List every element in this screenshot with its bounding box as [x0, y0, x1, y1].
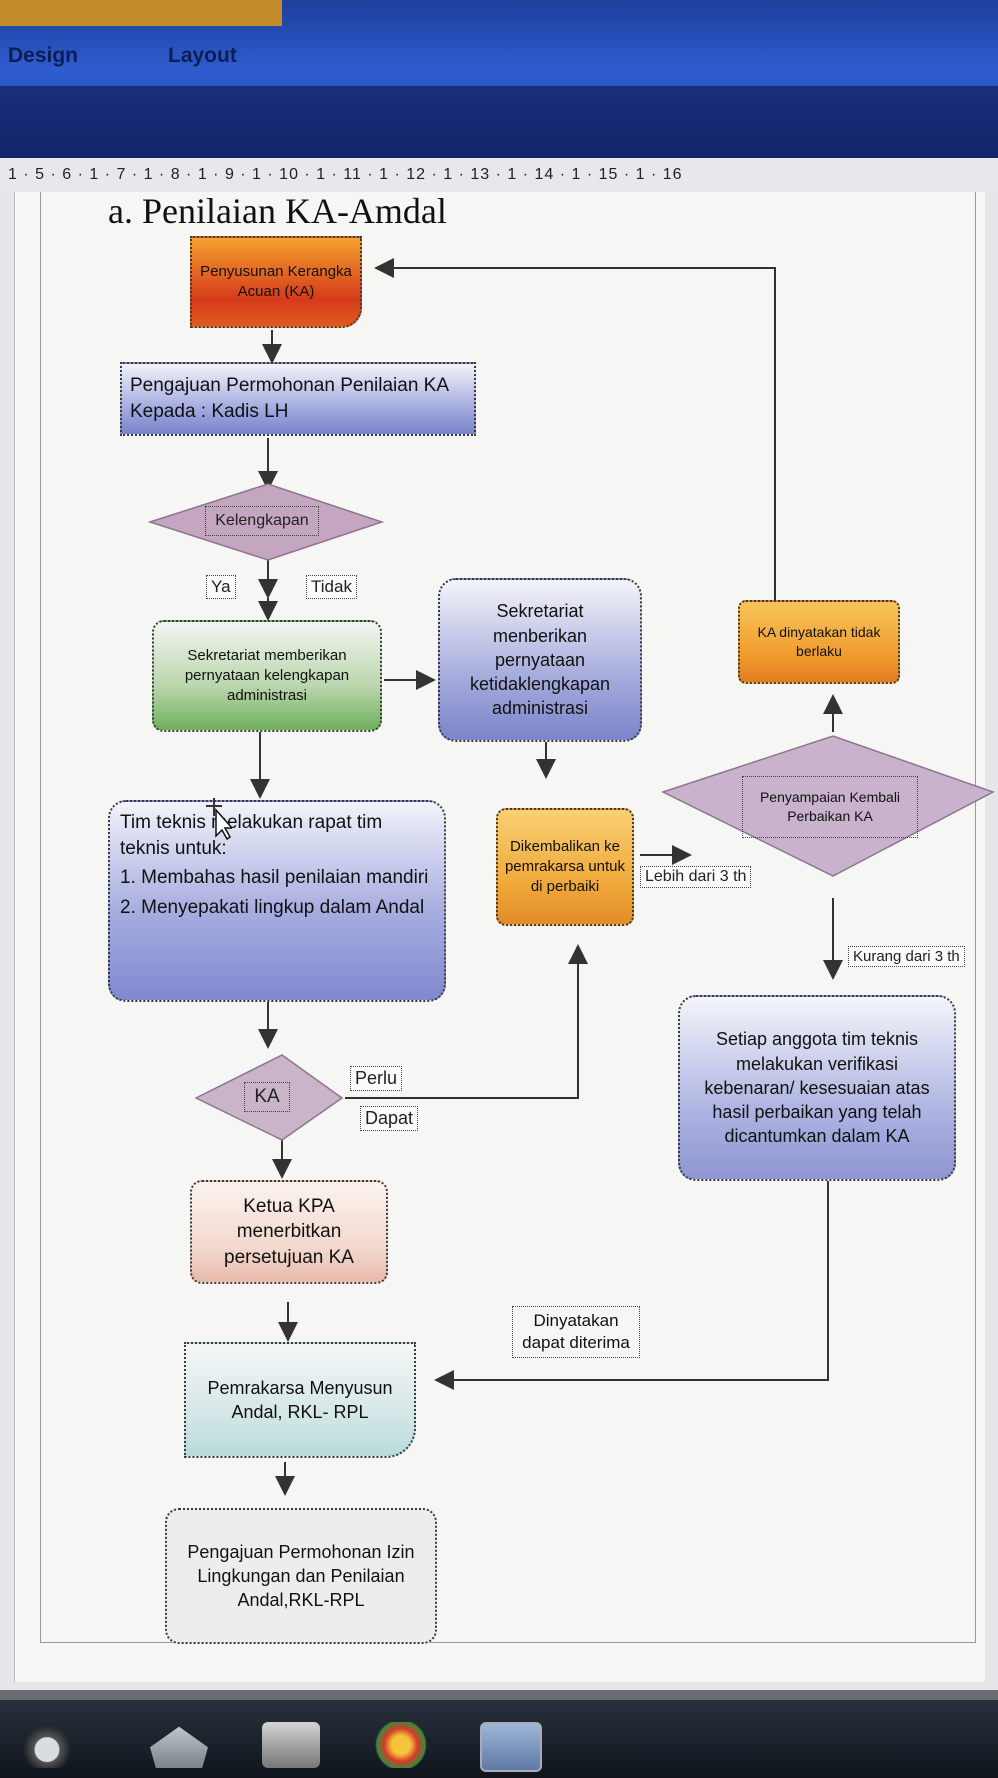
- tab-layout[interactable]: Layout: [168, 44, 237, 67]
- ruler-marks: 1 · 5 · 6 · 1 · 7 · 1 · 8 · 1 · 9 · 1 · …: [8, 166, 683, 183]
- label-ya: Ya: [206, 575, 236, 599]
- step-tim-teknis[interactable]: Tim teknis melakukan rapat tim teknis un…: [108, 800, 446, 1002]
- decision-ka: [194, 1054, 344, 1141]
- arrow-ka-perlu: [345, 944, 588, 1099]
- printer-icon[interactable]: [262, 1722, 320, 1768]
- start-button-icon[interactable]: [18, 1722, 76, 1768]
- step-sekretariat-lengkap[interactable]: Sekretariat memberikan pernyataan keleng…: [152, 620, 382, 732]
- tim-teknis-item-1: 1. Membahas hasil penilaian mandiri: [120, 867, 429, 889]
- step-verifikasi[interactable]: Setiap anggota tim teknis melakukan veri…: [678, 995, 956, 1181]
- tab-design[interactable]: Design: [8, 44, 79, 67]
- step-pengajuan-permohonan[interactable]: Pengajuan Permohonan Penilaian KA Kepada…: [120, 362, 476, 436]
- browser-icon[interactable]: [372, 1722, 430, 1768]
- step-ketua-kpa[interactable]: Ketua KPA menerbitkan persetujuan KA: [190, 1180, 388, 1284]
- decision-kelengkapan: [147, 483, 385, 561]
- label-kelengkapan: Kelengkapan: [205, 506, 319, 536]
- label-tidak: Tidak: [306, 575, 357, 599]
- arrow-verifikasi-pemrakarsa: [434, 1180, 829, 1390]
- tim-teknis-intro: Tim teknis melakukan rapat tim teknis un…: [120, 812, 383, 859]
- margin-guide: [40, 192, 976, 1643]
- label-dinyatakan-diterima: Dinyatakan dapat diterima: [512, 1306, 640, 1358]
- label-dapat: Dapat: [360, 1106, 419, 1131]
- tim-teknis-item-2: 2. Menyepakati lingkup dalam Andal: [120, 896, 425, 918]
- mouse-pointer-icon: [206, 798, 232, 840]
- step-dikembalikan[interactable]: Dikembalikan ke pemrakarsa untuk di perb…: [496, 808, 634, 926]
- label-penyampaian-kembali: Penyampaian Kembali Perbaikan KA: [742, 776, 918, 838]
- step-ka-tidak-berlaku[interactable]: KA dinyatakan tidak berlaku: [738, 600, 900, 684]
- label-kurang-3th: Kurang dari 3 th: [848, 946, 965, 967]
- step-penyusunan-ka[interactable]: Penyusunan Kerangka Acuan (KA): [190, 236, 362, 328]
- label-ka-decision: KA: [244, 1082, 290, 1112]
- step-pemrakarsa-andal[interactable]: Pemrakarsa Menyusun Andal, RKL- RPL: [184, 1342, 416, 1458]
- decision-penyampaian: [661, 735, 995, 877]
- label-perlu: Perlu: [350, 1066, 403, 1091]
- ribbon-band: [0, 86, 998, 158]
- label-lebih-3th: Lebih dari 3 th: [640, 866, 752, 888]
- step-pengajuan-izin[interactable]: Pengajuan Permohonan Izin Lingkungan dan…: [165, 1508, 437, 1644]
- arrow-loop-penyusunan: [374, 258, 776, 600]
- title-accent-strip: [0, 0, 282, 26]
- horizontal-ruler[interactable]: 1 · 5 · 6 · 1 · 7 · 1 · 8 · 1 · 9 · 1 · …: [0, 158, 998, 193]
- section-heading: a. Penilaian KA-Amdal: [108, 191, 447, 231]
- word-app-icon[interactable]: [480, 1722, 542, 1772]
- step-sekretariat-tidak-lengkap[interactable]: Sekretariat menberikan pernyataan ketida…: [438, 578, 642, 742]
